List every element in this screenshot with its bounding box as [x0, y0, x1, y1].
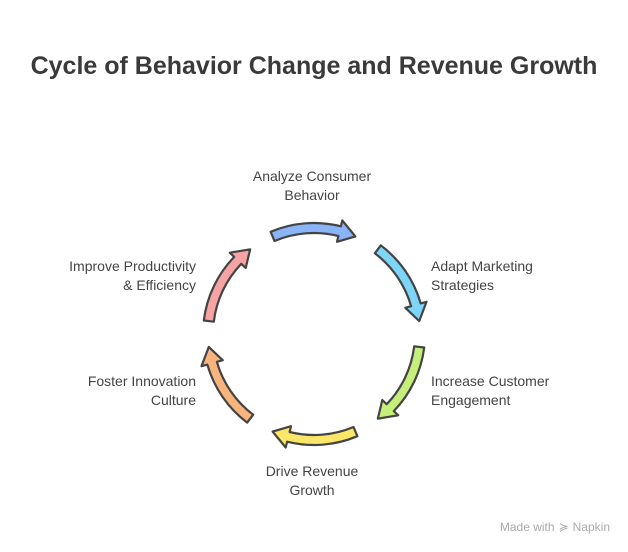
napkin-logo-icon: ≽ [558, 520, 569, 534]
arrow-adapt [373, 244, 428, 323]
arrow-innovation [200, 345, 255, 424]
step-label-productivity: Improve Productivity& Efficiency [69, 258, 196, 293]
diagram-title: Cycle of Behavior Change and Revenue Gro… [30, 52, 598, 80]
arrow-analyze [269, 219, 357, 243]
arrow-revenue [271, 425, 359, 449]
arrow-productivity [202, 248, 252, 323]
made-with-text: Made with [499, 520, 555, 534]
arrow-engagement [376, 345, 426, 420]
napkin-watermark: Made with ≽ Napkin [500, 520, 610, 534]
brand-text: Napkin [572, 520, 610, 534]
